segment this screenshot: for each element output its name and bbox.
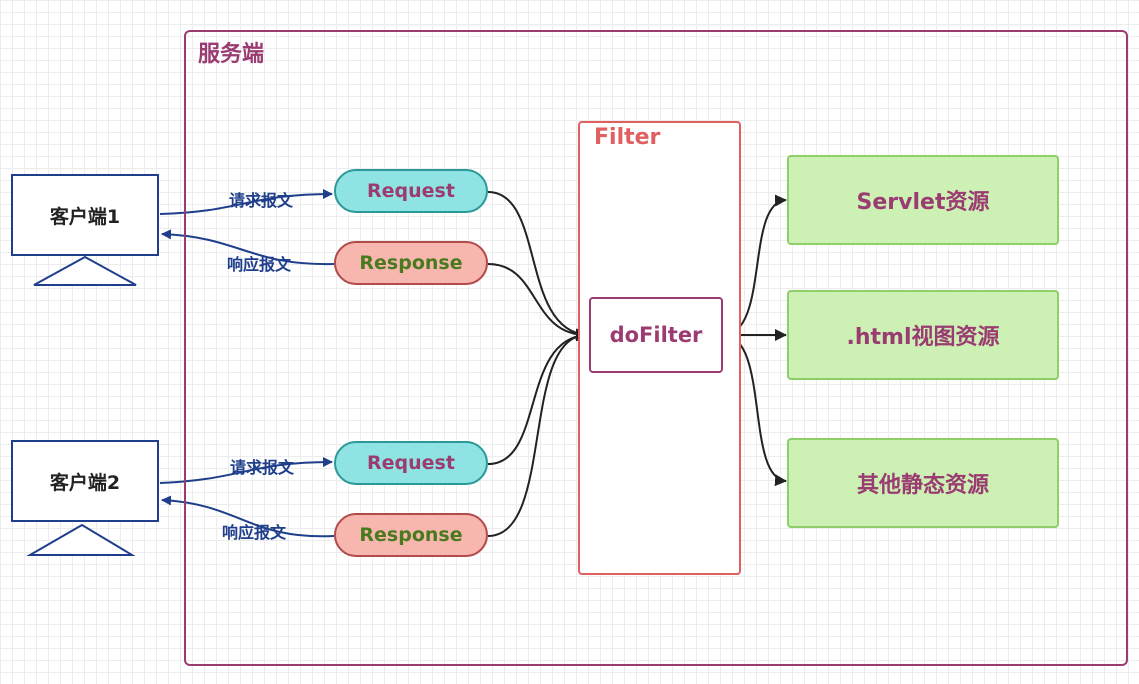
servlet-resource-node: Servlet资源	[787, 155, 1059, 245]
response-node-2: Response	[334, 513, 488, 557]
request-node-1-label: Request	[367, 180, 455, 202]
client1-response-arrow	[161, 229, 335, 266]
static-resource-label: 其他静态资源	[856, 473, 989, 498]
client2-response-arrow	[161, 495, 335, 538]
filter-title: Filter	[594, 125, 661, 150]
client-1-label: 客户端1	[49, 205, 121, 228]
server-title: 服务端	[198, 42, 265, 67]
client1-response-label: 响应报文	[227, 255, 292, 274]
client2-response-label: 响应报文	[222, 523, 287, 542]
monitor-stand-icon	[33, 255, 137, 286]
request-node-2: Request	[334, 441, 488, 485]
request2-to-dofilter	[487, 329, 588, 465]
static-resource-node: 其他静态资源	[787, 438, 1059, 528]
client2-request-label: 请求报文	[230, 458, 295, 477]
client1-request-label: 请求报文	[229, 191, 294, 210]
monitor-stand-icon	[26, 523, 136, 556]
response-node-2-label: Response	[359, 524, 463, 546]
client-2-monitor: 客户端2	[11, 440, 159, 522]
request-node-2-label: Request	[367, 452, 455, 474]
request1-to-dofilter	[487, 191, 588, 341]
html-view-resource-label: .html视图资源	[846, 325, 1000, 350]
response-node-1-label: Response	[359, 252, 463, 274]
response1-to-dofilter	[487, 263, 588, 341]
dofilter-label: doFilter	[609, 323, 703, 347]
client-2-label: 客户端2	[49, 471, 121, 494]
response2-to-dofilter	[487, 329, 588, 537]
server-container	[184, 30, 1128, 666]
servlet-resource-label: Servlet资源	[856, 190, 990, 215]
response-node-1: Response	[334, 241, 488, 285]
dofilter-node: doFilter	[589, 297, 723, 373]
client-1-monitor: 客户端1	[11, 174, 159, 256]
html-view-resource-node: .html视图资源	[787, 290, 1059, 380]
request-node-1: Request	[334, 169, 488, 213]
